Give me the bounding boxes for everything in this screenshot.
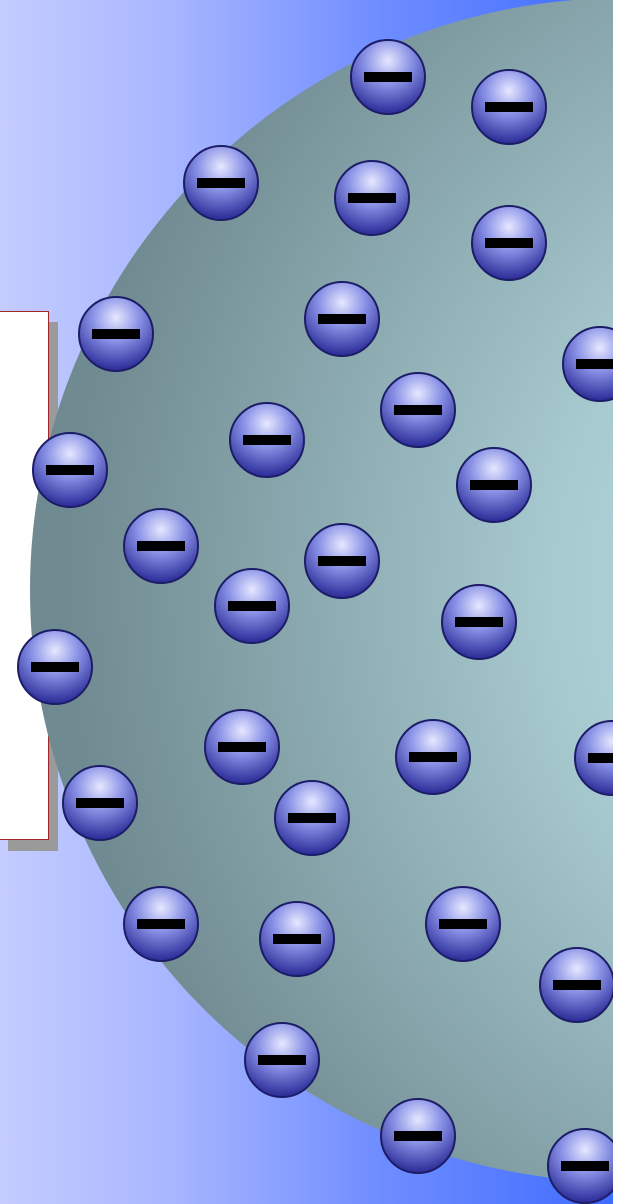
minus-sign-icon (228, 601, 276, 611)
right-edge-strip (613, 0, 622, 1204)
electron (381, 373, 455, 447)
electron (215, 569, 289, 643)
minus-sign-icon (576, 359, 613, 369)
minus-sign-icon (273, 934, 321, 944)
minus-sign-icon (364, 72, 412, 82)
minus-sign-icon (137, 919, 185, 929)
electron (124, 509, 198, 583)
electron (426, 887, 500, 961)
minus-sign-icon (46, 465, 94, 475)
electron (472, 70, 546, 144)
electron (381, 1099, 455, 1173)
minus-sign-icon (92, 329, 140, 339)
electron (540, 948, 613, 1022)
minus-sign-icon (218, 742, 266, 752)
minus-sign-icon (31, 662, 79, 672)
minus-sign-icon (288, 813, 336, 823)
minus-sign-icon (485, 102, 533, 112)
minus-sign-icon (137, 541, 185, 551)
electron (335, 161, 409, 235)
minus-sign-icon (485, 238, 533, 248)
electron (184, 146, 258, 220)
minus-sign-icon (439, 919, 487, 929)
electron (260, 902, 334, 976)
electron (18, 630, 92, 704)
minus-sign-icon (258, 1055, 306, 1065)
minus-sign-icon (318, 314, 366, 324)
electron (457, 448, 531, 522)
electron (305, 524, 379, 598)
electron (396, 720, 470, 794)
electron (305, 282, 379, 356)
minus-sign-icon (588, 753, 613, 763)
minus-sign-icon (553, 980, 601, 990)
electron (33, 433, 107, 507)
electron (205, 710, 279, 784)
electron (245, 1023, 319, 1097)
minus-sign-icon (243, 435, 291, 445)
minus-sign-icon (394, 1131, 442, 1141)
electron (63, 766, 137, 840)
electron (79, 297, 153, 371)
electron (548, 1129, 613, 1203)
electron (472, 206, 546, 280)
electron (275, 781, 349, 855)
minus-sign-icon (197, 178, 245, 188)
electron (442, 585, 516, 659)
minus-sign-icon (561, 1161, 609, 1171)
minus-sign-icon (470, 480, 518, 490)
minus-sign-icon (455, 617, 503, 627)
minus-sign-icon (76, 798, 124, 808)
minus-sign-icon (318, 556, 366, 566)
minus-sign-icon (409, 752, 457, 762)
minus-sign-icon (394, 405, 442, 415)
electron (351, 40, 425, 114)
minus-sign-icon (348, 193, 396, 203)
electron (230, 403, 304, 477)
electron (124, 887, 198, 961)
